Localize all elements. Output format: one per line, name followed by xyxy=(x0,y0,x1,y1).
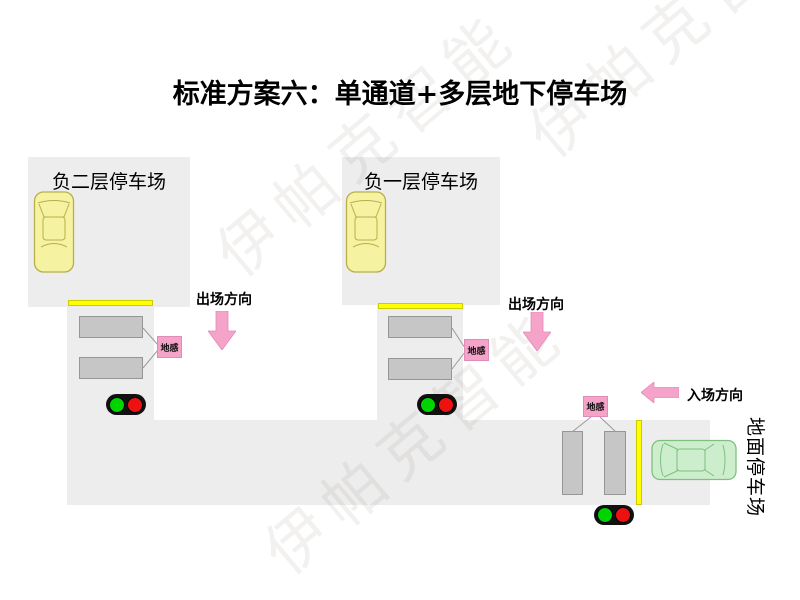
arrow-left-icon xyxy=(641,382,679,403)
traffic-light xyxy=(417,394,457,415)
parking-area-b2-label: 负二层停车场 xyxy=(51,171,166,193)
ground-sensor-tag: 地感 xyxy=(157,336,182,358)
green-light-icon xyxy=(109,396,125,413)
ground-loop xyxy=(388,358,452,380)
ground-sensor-label: 地感 xyxy=(160,343,179,354)
arrow-down-icon xyxy=(208,311,236,350)
exit-direction-label: 出场方向 xyxy=(196,292,252,308)
ground-loop xyxy=(79,316,143,338)
ground-parking-label: 地面停车场 xyxy=(744,417,766,518)
red-light-icon xyxy=(438,396,454,413)
barrier-gate-b1 xyxy=(378,303,463,309)
main-driveway xyxy=(67,420,710,505)
ground-loop xyxy=(79,357,143,379)
traffic-light xyxy=(594,505,634,525)
green-light-icon xyxy=(597,507,613,523)
ground-loop xyxy=(388,316,452,338)
yellow-car-icon xyxy=(345,191,387,273)
arrow-down-icon xyxy=(523,312,551,351)
yellow-car-icon xyxy=(33,191,75,273)
traffic-light xyxy=(106,394,146,415)
exit-direction-label: 出场方向 xyxy=(508,297,564,313)
page-title: 标准方案六：单通道+多层地下停车场 xyxy=(172,79,628,110)
barrier-gate-b2 xyxy=(68,300,153,306)
barrier-gate-entry xyxy=(636,420,642,505)
ground-loop xyxy=(604,431,626,495)
ground-sensor-label: 地感 xyxy=(467,346,486,357)
green-car-icon xyxy=(651,439,737,481)
parking-area-b1-label: 负一层停车场 xyxy=(363,171,478,193)
ground-loop xyxy=(562,431,583,495)
ground-sensor-label: 地感 xyxy=(586,403,605,413)
entry-direction-label: 入场方向 xyxy=(687,388,743,404)
ground-sensor-tag: 地感 xyxy=(464,339,489,361)
red-light-icon xyxy=(615,507,631,523)
green-light-icon xyxy=(420,396,436,413)
ground-sensor-tag: 地感 xyxy=(583,396,608,417)
red-light-icon xyxy=(127,396,143,413)
